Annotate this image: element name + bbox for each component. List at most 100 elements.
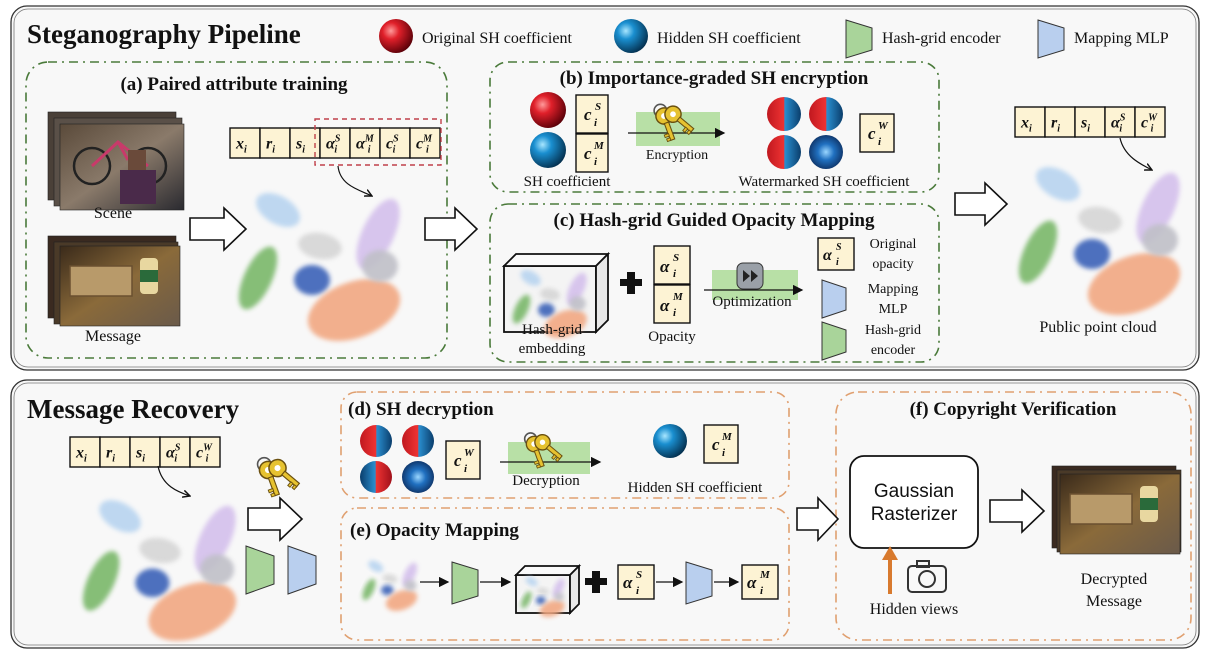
gaussian-blob xyxy=(544,309,587,339)
attribute-cell: si xyxy=(1074,106,1106,138)
arrow-recovery-in xyxy=(247,496,304,542)
arrow-to-public xyxy=(954,181,1009,227)
sh-hidden-cm: c M i xyxy=(703,424,739,464)
svg-text:α: α xyxy=(747,573,757,592)
gaussian-blob xyxy=(537,587,549,595)
gaussian-blob xyxy=(1018,220,1058,284)
legend-original-opacity-2: opacity xyxy=(872,257,913,272)
svg-text:M: M xyxy=(721,431,733,443)
svg-text:i: i xyxy=(673,268,677,280)
gaussian-blob xyxy=(298,232,342,260)
gaussian-cloud-a xyxy=(238,192,401,342)
legend-original-opacity-1: Original xyxy=(870,237,917,252)
attribute-label: ri xyxy=(266,135,275,155)
watermarked-sphere-2 xyxy=(809,97,843,131)
panel-c-frame xyxy=(489,203,940,363)
gaussian-blob xyxy=(362,250,398,282)
svg-text:i: i xyxy=(760,585,764,597)
green-trapezoid-icon xyxy=(845,19,873,59)
svg-text:α: α xyxy=(660,296,670,315)
svg-text:c: c xyxy=(454,451,462,470)
gaussian-blob xyxy=(135,568,170,598)
gaussian-blob xyxy=(538,303,555,317)
svg-text:i: i xyxy=(878,136,882,148)
gaussian-blob xyxy=(1136,172,1180,244)
attribute-label: xi xyxy=(75,444,87,464)
svg-text:c: c xyxy=(712,435,720,454)
message-label: Message xyxy=(85,328,141,345)
hash-grid-cube xyxy=(501,251,611,339)
attribute-label: ri xyxy=(1051,114,1060,134)
svg-text:i: i xyxy=(722,447,726,459)
cube-cloud xyxy=(521,576,565,617)
gaussian-blob xyxy=(82,551,120,611)
encryption-label: Encryption xyxy=(646,148,708,163)
decrypted-label-1: Decrypted xyxy=(1081,571,1148,588)
legend-mlp-2: MLP xyxy=(879,302,908,317)
attribute-label: si xyxy=(1080,114,1090,134)
gaussian-cloud-small xyxy=(362,560,418,611)
svg-text:i: i xyxy=(836,257,839,268)
legend-hidden-sh: Hidden SH coefficient xyxy=(657,30,801,47)
panel-c-title: (c) Hash-grid Guided Opacity Mapping xyxy=(554,210,875,231)
opacity-split-am: α M i xyxy=(653,284,691,324)
connector-a xyxy=(337,165,372,196)
gaussian-blob xyxy=(512,294,531,324)
watermarked-sphere-2 xyxy=(402,425,434,457)
gaussian-blob xyxy=(139,537,181,564)
gaussian-blob xyxy=(521,591,532,609)
svg-text:α: α xyxy=(823,247,833,264)
connector-recovery xyxy=(157,465,190,496)
watermarked-sphere-1 xyxy=(360,425,392,457)
panel-a-title: (a) Paired attribute training xyxy=(120,74,348,95)
legend-mapping-mlp: Mapping MLP xyxy=(1074,30,1169,47)
hash-encoder-icon xyxy=(245,545,275,595)
svg-text:S: S xyxy=(836,242,842,253)
blue-sphere-icon xyxy=(653,424,687,458)
panel-b-frame xyxy=(489,61,940,193)
svg-text:c: c xyxy=(584,144,592,163)
camera-icon xyxy=(907,560,947,593)
gaussian-blob xyxy=(535,596,546,605)
svg-text:W: W xyxy=(464,447,475,459)
gaussian-blob xyxy=(362,578,376,601)
panel-d-title: (d) SH decryption xyxy=(348,399,494,420)
svg-text:S: S xyxy=(673,252,679,264)
attribute-cell: ri xyxy=(259,127,291,159)
message-image xyxy=(47,235,181,327)
embedding-label-2: embedding xyxy=(519,341,586,357)
svg-text:i: i xyxy=(636,585,640,597)
hash-grid-cube-small xyxy=(513,563,582,617)
rasterizer-label-1: Gaussian xyxy=(874,481,954,502)
svg-text:M: M xyxy=(759,569,771,581)
svg-text:c: c xyxy=(584,105,592,124)
watermarked-sphere-3 xyxy=(360,461,392,493)
fast-forward-icon xyxy=(736,262,764,290)
opacity-label: Opacity xyxy=(648,329,696,345)
gaussian-blob xyxy=(307,278,401,342)
svg-text:α: α xyxy=(623,573,633,592)
gaussian-cloud-recovery xyxy=(82,500,237,641)
gaussian-blob xyxy=(404,579,417,591)
plus-icon xyxy=(585,571,607,593)
svg-text:i: i xyxy=(594,117,598,129)
hash-encoder-icon xyxy=(821,321,847,361)
gaussian-blob xyxy=(539,288,561,301)
scene-label: Scene xyxy=(94,205,132,222)
gaussian-blob xyxy=(402,562,418,587)
gaussian-blob xyxy=(381,585,394,596)
panel-e-title: (e) Opacity Mapping xyxy=(350,520,519,541)
pipeline-title: Steganography Pipeline xyxy=(27,19,301,49)
sh-split-cm: c M i xyxy=(575,133,609,173)
